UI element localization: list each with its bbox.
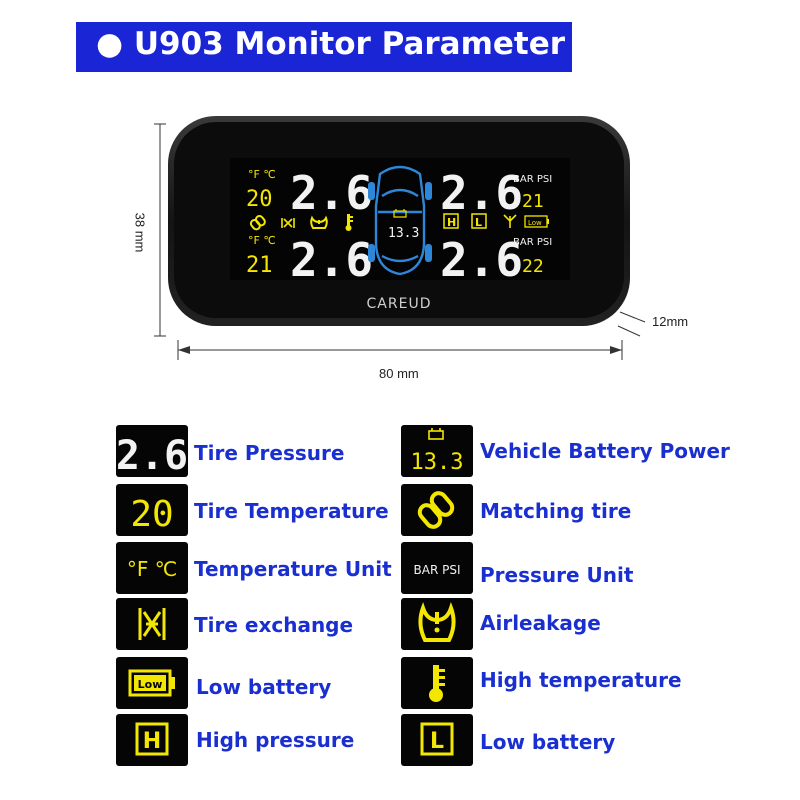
legend-label-tire-temperature: Tire Temperature	[194, 499, 389, 523]
legend-icon-matching-tire	[401, 484, 473, 536]
unit-pressure-bottom: BAR PSI	[513, 237, 552, 248]
bullet-dot: ●	[96, 26, 124, 62]
page-title: U903 Monitor Parameter	[133, 26, 566, 62]
device-body: °F ℃ 20 °F ℃ 21 2.6 2.6	[168, 116, 630, 326]
tire-exchange-icon	[138, 608, 166, 640]
tpms-monitor-device: °F ℃ 20 °F ℃ 21 2.6 2.6	[168, 116, 630, 326]
chain-link-icon	[249, 215, 266, 231]
chain-link-icon	[417, 491, 455, 529]
banner-title-row: ● U903 Monitor Parameter	[96, 26, 565, 62]
legend-label-battery-power: Vehicle Battery Power	[480, 439, 730, 463]
legend-icon-high-temperature	[401, 657, 473, 709]
legend-icon-low-pressure: L	[401, 714, 473, 766]
legend-label-air-leakage: Airleakage	[480, 611, 601, 635]
high-pressure-icon: H	[443, 213, 459, 229]
car-outline-icon	[374, 165, 426, 276]
tire-markers	[368, 182, 432, 262]
legend-icon-air-leakage	[401, 598, 473, 650]
battery-voltage: 13.3	[388, 226, 419, 241]
low-pressure-letter: L	[475, 216, 482, 229]
legend-label-matching-tire: Matching tire	[480, 499, 632, 523]
air-leakage-icon	[418, 602, 456, 642]
unit-pressure-top: BAR PSI	[513, 174, 552, 185]
legend-icon-battery-power: 13.3	[401, 425, 473, 477]
thermometer-icon	[345, 214, 353, 231]
height-dimension-label: 38 mm	[132, 212, 148, 253]
title-banner: ● U903 Monitor Parameter	[76, 22, 572, 72]
legend-icon-tire-exchange	[116, 598, 188, 650]
pressure-front-left: 2.6	[290, 166, 373, 220]
battery-mini-icon	[393, 209, 407, 218]
temp-front-right: 21	[522, 191, 544, 212]
pressure-front-right: 2.6	[440, 166, 523, 220]
low-pressure-icon: L	[471, 213, 487, 229]
high-pressure-letter: H	[447, 216, 456, 229]
low-battery-mini-text: Low	[528, 219, 542, 227]
tire-exchange-icon	[281, 218, 295, 228]
signal-antenna-icon	[503, 214, 517, 228]
svg-text:°F ℃: °F ℃	[127, 557, 177, 581]
legend-icon-temperature-unit: °F ℃	[116, 542, 188, 594]
svg-text:BAR PSI: BAR PSI	[414, 563, 461, 577]
unit-temp-bottom: °F ℃	[248, 234, 276, 247]
legend-icon-low-battery: Low	[116, 657, 188, 709]
pressure-rear-left: 2.6	[290, 233, 373, 287]
svg-text:13.3: 13.3	[411, 450, 464, 475]
depth-dimension-label: 12mm	[652, 314, 689, 329]
legend-label-low-battery: Low battery	[196, 675, 332, 699]
svg-text:2.6: 2.6	[116, 433, 188, 477]
svg-text:L: L	[430, 729, 444, 754]
legend-label-high-pressure: High pressure	[196, 728, 355, 752]
low-battery-mini-icon: Low	[524, 215, 549, 228]
legend-icon-high-pressure: H	[116, 714, 188, 766]
legend-icon-tire-temperature: 20	[116, 484, 188, 536]
legend-label-tire-pressure: Tire Pressure	[194, 441, 345, 465]
legend-icon-pressure-unit: BAR PSI	[401, 542, 473, 594]
legend-label-low-pressure: Low battery	[480, 730, 616, 754]
width-dimension-label: 80 mm	[379, 366, 419, 381]
legend-label-high-temperature: High temperature	[480, 668, 682, 692]
svg-text:Low: Low	[138, 678, 163, 691]
legend-label-temperature-unit: Temperature Unit	[194, 557, 392, 581]
pressure-rear-right: 2.6	[440, 233, 523, 287]
unit-temp-top: °F ℃	[248, 168, 276, 181]
legend-label-pressure-unit: Pressure Unit	[480, 563, 634, 587]
temp-rear-left: 21	[246, 253, 273, 278]
temp-rear-right: 22	[522, 256, 544, 277]
air-leakage-icon	[310, 215, 328, 229]
svg-text:20: 20	[130, 494, 173, 535]
thermometer-icon	[429, 665, 445, 702]
legend-label-tire-exchange: Tire exchange	[194, 613, 354, 637]
svg-text:H: H	[143, 729, 161, 754]
legend-icon-tire-pressure: 2.6	[116, 425, 188, 477]
brand-logo: CAREUD	[367, 296, 432, 312]
temp-front-left: 20	[246, 187, 273, 212]
